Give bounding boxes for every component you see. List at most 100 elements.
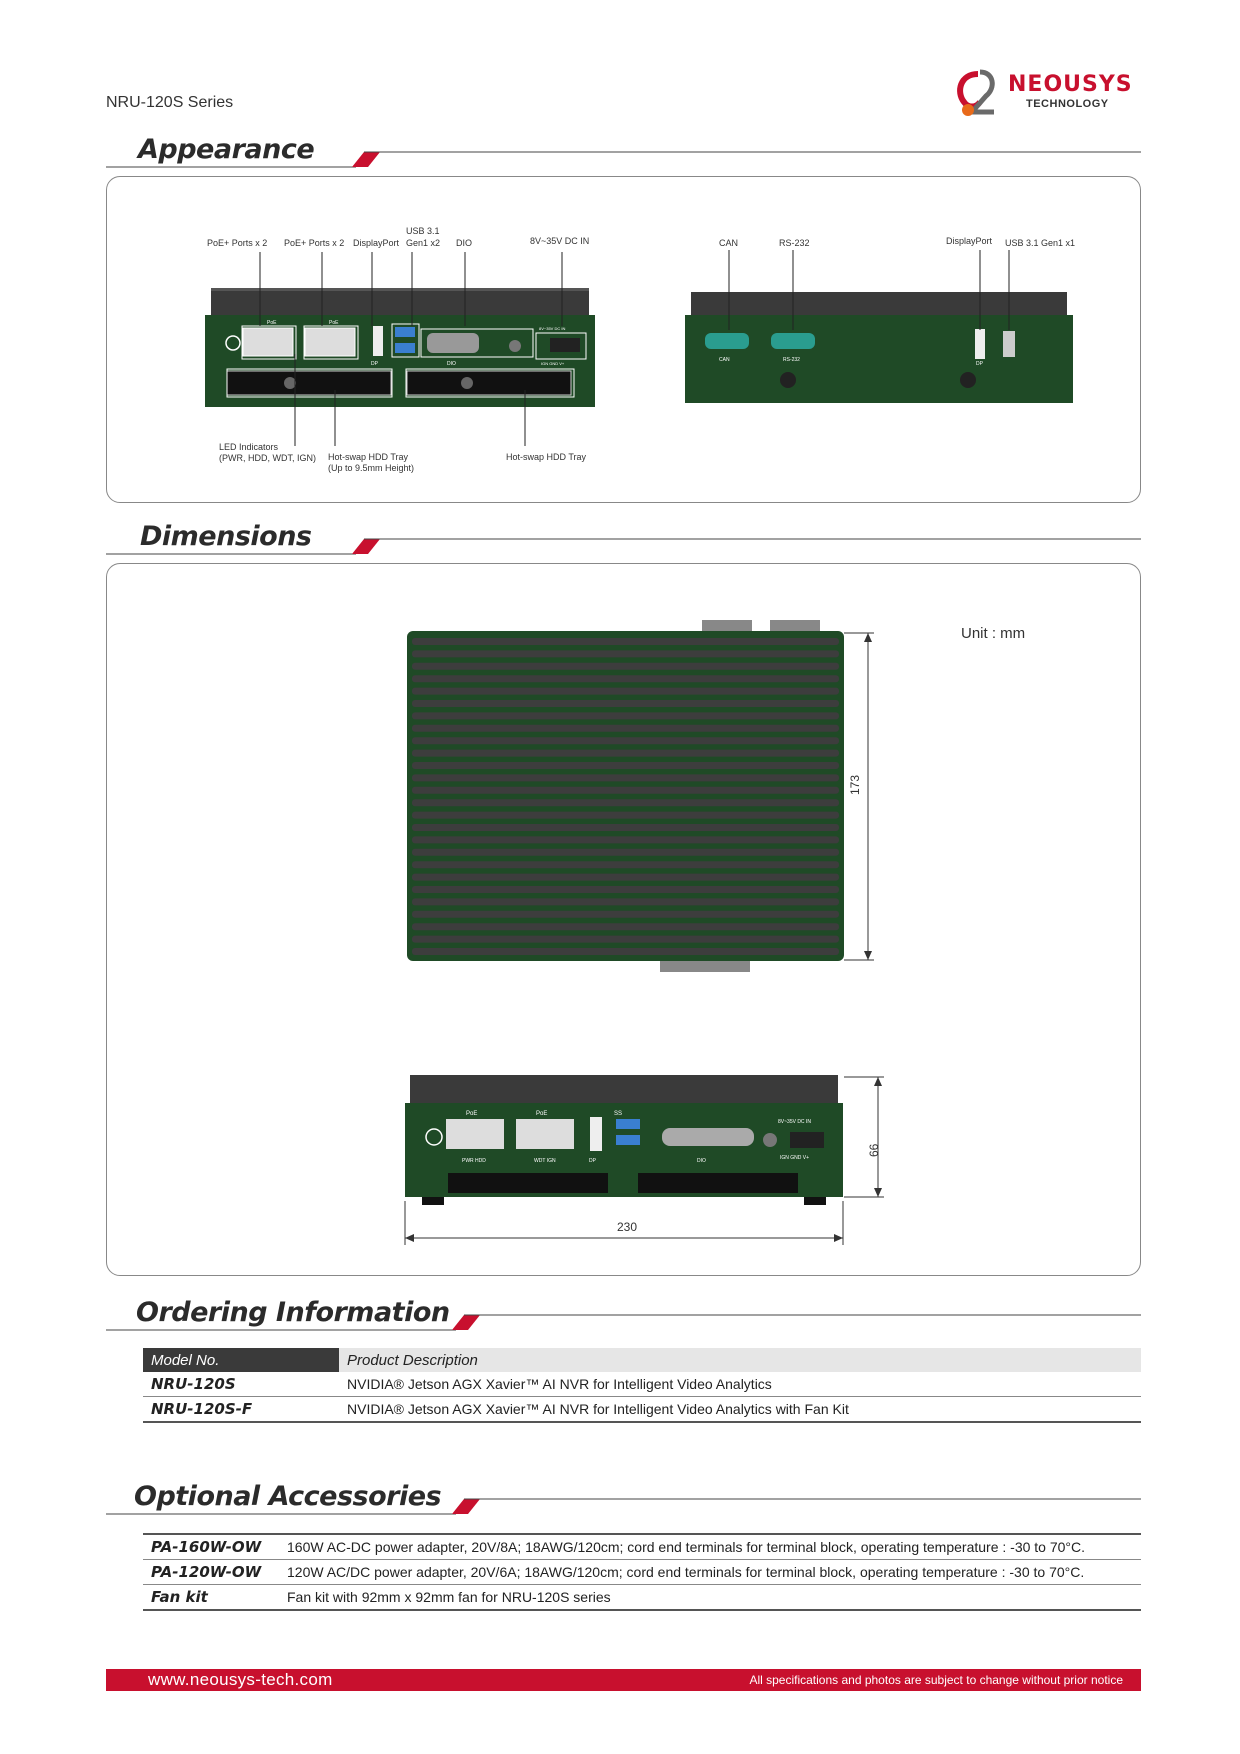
footer-bar: www.neousys-tech.com All specifications … xyxy=(106,1669,1141,1691)
front-view-text-ss: SS xyxy=(614,1111,622,1117)
accessory-model-3: Fan kit xyxy=(151,1588,208,1606)
brand-sub: TECHNOLOGY xyxy=(1026,98,1109,110)
heatsink-fin xyxy=(412,848,839,856)
dim-height-label: 66 xyxy=(867,1143,881,1157)
label-displayport-rear: DisplayPort xyxy=(946,236,993,246)
neousys-logo: NEOUSYS TECHNOLOGY xyxy=(950,62,1145,122)
front-view-text-pwr-hdd: PWR HDD xyxy=(462,1158,486,1164)
label-usb-front-2: Gen1 x2 xyxy=(406,238,441,248)
heatsink-fin xyxy=(412,638,839,645)
top-view-drawing xyxy=(407,620,874,972)
heatsink-fin xyxy=(412,762,839,769)
section-rule-dimensions xyxy=(106,538,1141,555)
footer-url-link[interactable]: www.neousys-tech.com xyxy=(148,1670,333,1689)
ordering-model-2: NRU-120S-F xyxy=(151,1400,253,1418)
section-rule-ordering xyxy=(106,1314,1141,1331)
accessories-table: PA-160W-OW 160W AC-DC power adapter, 20V… xyxy=(143,1535,1141,1611)
front-panel-image: PoE PoE DP DIO 8V~35V DC IN IGN GND V+ xyxy=(205,288,595,407)
front-view-text-poe-1: PoE xyxy=(466,1111,477,1117)
label-dio: DIO xyxy=(456,238,473,248)
label-displayport-front: DisplayPort xyxy=(353,238,400,248)
front-view-drawing: PoE PoE SS PWR HDD WDT IGN DP DIO 8V~35V… xyxy=(404,1075,884,1245)
heatsink-fin xyxy=(412,836,839,844)
heatsink-fin xyxy=(412,935,839,943)
front-view-text-poe-2: PoE xyxy=(536,1111,547,1117)
panel-text-poe-2: PoE xyxy=(329,320,339,326)
front-view-text-dio: DIO xyxy=(697,1158,706,1164)
panel-text-can: CAN xyxy=(719,357,730,363)
front-view-text-wdt-ign: WDT IGN xyxy=(534,1158,556,1164)
label-rs232: RS-232 xyxy=(779,238,810,248)
heatsink-fin xyxy=(412,749,839,757)
ordering-table: Model No. Product Description NRU-120S N… xyxy=(143,1348,1141,1423)
label-poe-ports-1: PoE+ Ports x 2 xyxy=(207,238,268,248)
ordering-header-model: Model No. xyxy=(143,1348,339,1372)
rear-callout-lines xyxy=(728,250,1010,330)
dim-depth-label: 173 xyxy=(848,774,862,795)
accessories-top-rule xyxy=(143,1533,1141,1535)
label-led-2: (PWR, HDD, WDT, IGN) xyxy=(219,453,316,463)
heatsink-fin xyxy=(412,712,839,720)
section-title-accessories: Optional Accessories xyxy=(134,1481,442,1512)
heatsink-fin xyxy=(412,824,839,831)
ordering-header-desc: Product Description xyxy=(339,1348,1141,1372)
front-view-text-ign: IGN GND V+ xyxy=(780,1155,809,1161)
series-title: NRU-120S Series xyxy=(106,94,234,111)
table-row: PA-160W-OW 160W AC-DC power adapter, 20V… xyxy=(143,1535,1141,1560)
panel-text-poe-1: PoE xyxy=(267,320,277,326)
panel-text-ign: IGN GND V+ xyxy=(541,361,565,366)
heatsink-fins xyxy=(412,638,839,955)
heatsink-fin xyxy=(412,724,839,732)
heatsink-fin xyxy=(412,675,839,683)
section-title-ordering: Ordering Information xyxy=(136,1297,450,1328)
accessory-desc-1: 160W AC-DC power adapter, 20V/8A; 18AWG/… xyxy=(287,1539,1086,1555)
label-hdd-tray-1a: Hot-swap HDD Tray xyxy=(328,452,409,462)
table-row: NRU-120S NVIDIA® Jetson AGX Xavier™ AI N… xyxy=(143,1372,1141,1397)
ordering-header-row: Model No. Product Description xyxy=(143,1348,1141,1372)
table-row: NRU-120S-F NVIDIA® Jetson AGX Xavier™ AI… xyxy=(143,1397,1141,1422)
label-hdd-tray-1b: (Up to 9.5mm Height) xyxy=(328,463,415,473)
heatsink-fin xyxy=(412,861,839,869)
label-usb-front-1: USB 3.1 xyxy=(406,226,440,236)
heatsink-fin xyxy=(412,774,839,782)
heatsink-fin xyxy=(412,687,839,695)
ordering-desc-2: NVIDIA® Jetson AGX Xavier™ AI NVR for In… xyxy=(347,1401,849,1417)
heatsink-fin xyxy=(412,886,839,893)
rear-panel-image: CAN RS-232 DP xyxy=(685,292,1073,403)
heatsink-fin xyxy=(412,662,839,670)
accessory-desc-3: Fan kit with 92mm x 92mm fan for NRU-120… xyxy=(287,1589,611,1605)
heatsink-fin xyxy=(412,873,839,881)
section-title-dimensions: Dimensions xyxy=(140,521,312,552)
label-led-1: LED Indicators xyxy=(219,442,279,452)
heatsink-fin xyxy=(412,948,839,955)
table-row: Fan kit Fan kit with 92mm x 92mm fan for… xyxy=(143,1585,1141,1610)
label-dc-in: 8V~35V DC IN xyxy=(530,236,590,246)
brand-main: NEOUSYS xyxy=(1008,72,1133,97)
section-rule-appearance xyxy=(106,151,1141,168)
label-usb-rear: USB 3.1 Gen1 x1 xyxy=(1005,238,1076,248)
neousys-logo-icon xyxy=(957,69,995,116)
heatsink-fin xyxy=(412,923,839,931)
heatsink-fin xyxy=(412,898,839,906)
ordering-desc-1: NVIDIA® Jetson AGX Xavier™ AI NVR for In… xyxy=(347,1376,772,1392)
front-view-text-dcin: 8V~35V DC IN xyxy=(778,1119,811,1125)
heatsink-fin xyxy=(412,737,839,745)
section-title-appearance: Appearance xyxy=(138,134,315,165)
panel-text-dio: DIO xyxy=(447,361,456,367)
heatsink-fin xyxy=(412,700,839,707)
accessory-model-2: PA-120W-OW xyxy=(151,1563,262,1581)
footer-note: All specifications and photos are subjec… xyxy=(749,1673,1123,1687)
heatsink-fin xyxy=(412,786,839,794)
panel-text-dcin: 8V~35V DC IN xyxy=(539,326,565,331)
heatsink-fin xyxy=(412,910,839,918)
heatsink-fin xyxy=(412,650,839,658)
panel-text-dp: DP xyxy=(371,361,379,367)
section-rule-accessories xyxy=(106,1498,1141,1515)
panel-text-dp-rear: DP xyxy=(976,361,984,367)
dim-width-label: 230 xyxy=(617,1220,638,1234)
front-view-text-dp: DP xyxy=(589,1158,597,1164)
table-row: PA-120W-OW 120W AC/DC power adapter, 20V… xyxy=(143,1560,1141,1585)
panel-text-rs232: RS-232 xyxy=(783,357,800,363)
label-can: CAN xyxy=(719,238,739,248)
label-poe-ports-2: PoE+ Ports x 2 xyxy=(284,238,345,248)
